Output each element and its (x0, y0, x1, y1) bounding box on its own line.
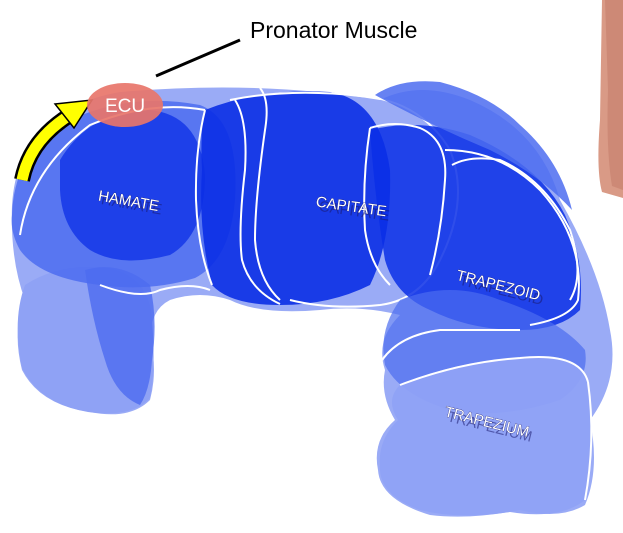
callout-leader-line (156, 40, 240, 76)
capitate-bone (201, 91, 390, 305)
callout-label: Pronator Muscle (250, 17, 417, 43)
ecu-label: ECU (105, 96, 145, 117)
